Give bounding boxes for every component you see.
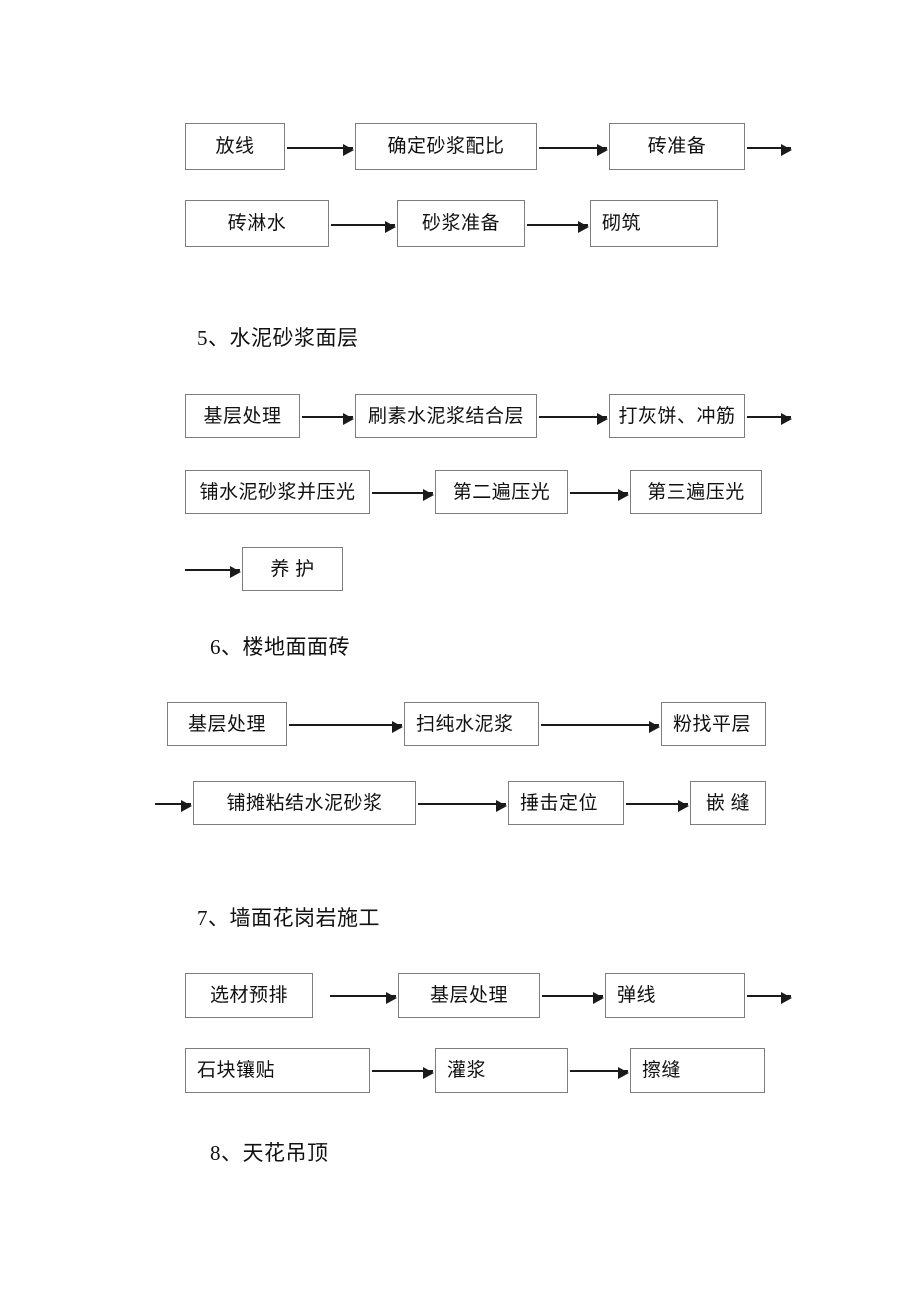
flow-node: 基层处理 [398,973,540,1018]
flow-arrow [287,143,354,156]
flow-node: 砌筑 [590,200,718,247]
flow-arrow-leading [185,565,241,578]
flow-arrow [541,720,660,733]
flow-node: 砖准备 [609,123,745,170]
flow-node: 铺水泥砂浆并压光 [185,470,370,514]
flow-arrow [372,488,434,501]
flow-node: 基层处理 [167,702,287,746]
flow-arrow [542,991,604,1004]
flow-node: 放线 [185,123,285,170]
flow-node: 捶击定位 [508,781,624,825]
flow-node: 灌浆 [435,1048,568,1093]
flow-node: 第三遍压光 [630,470,762,514]
flow-node: 石块镶贴 [185,1048,370,1093]
flow-arrow [372,1066,434,1079]
flow-arrow [570,488,629,501]
flow-arrow-trailing [747,412,792,425]
flow-arrow [302,412,354,425]
section-heading-6: 6、楼地面面砖 [210,635,350,659]
flow-arrow-trailing [747,143,792,156]
flow-node: 粉找平层 [661,702,766,746]
flow-arrow [539,143,608,156]
flow-node: 打灰饼、冲筋 [609,394,745,438]
flow-node: 扫纯水泥浆 [404,702,539,746]
flow-arrow-leading [155,799,192,812]
flow-node: 砖淋水 [185,200,329,247]
flow-node: 铺摊粘结水泥砂浆 [193,781,416,825]
flow-arrow [539,412,608,425]
flow-arrow [289,720,403,733]
flow-node: 第二遍压光 [435,470,568,514]
section-heading-7: 7、墙面花岗岩施工 [197,906,380,930]
section-heading-8: 8、天花吊顶 [210,1141,329,1165]
flow-arrow [331,220,396,233]
flow-arrow [570,1066,629,1079]
flow-node: 弹线 [605,973,745,1018]
flow-arrow [626,799,689,812]
flow-node: 擦缝 [630,1048,765,1093]
flow-arrow [527,220,589,233]
flow-node: 刷素水泥浆结合层 [355,394,537,438]
flow-node: 嵌 缝 [690,781,766,825]
flow-arrow [418,799,507,812]
section-heading-5: 5、水泥砂浆面层 [197,326,359,350]
flow-node: 确定砂浆配比 [355,123,537,170]
flow-arrow-trailing [747,991,792,1004]
flow-node: 基层处理 [185,394,300,438]
flow-node: 养 护 [242,547,343,591]
flow-node: 选材预排 [185,973,313,1018]
flow-arrow [330,991,397,1004]
flow-node: 砂浆准备 [397,200,525,247]
